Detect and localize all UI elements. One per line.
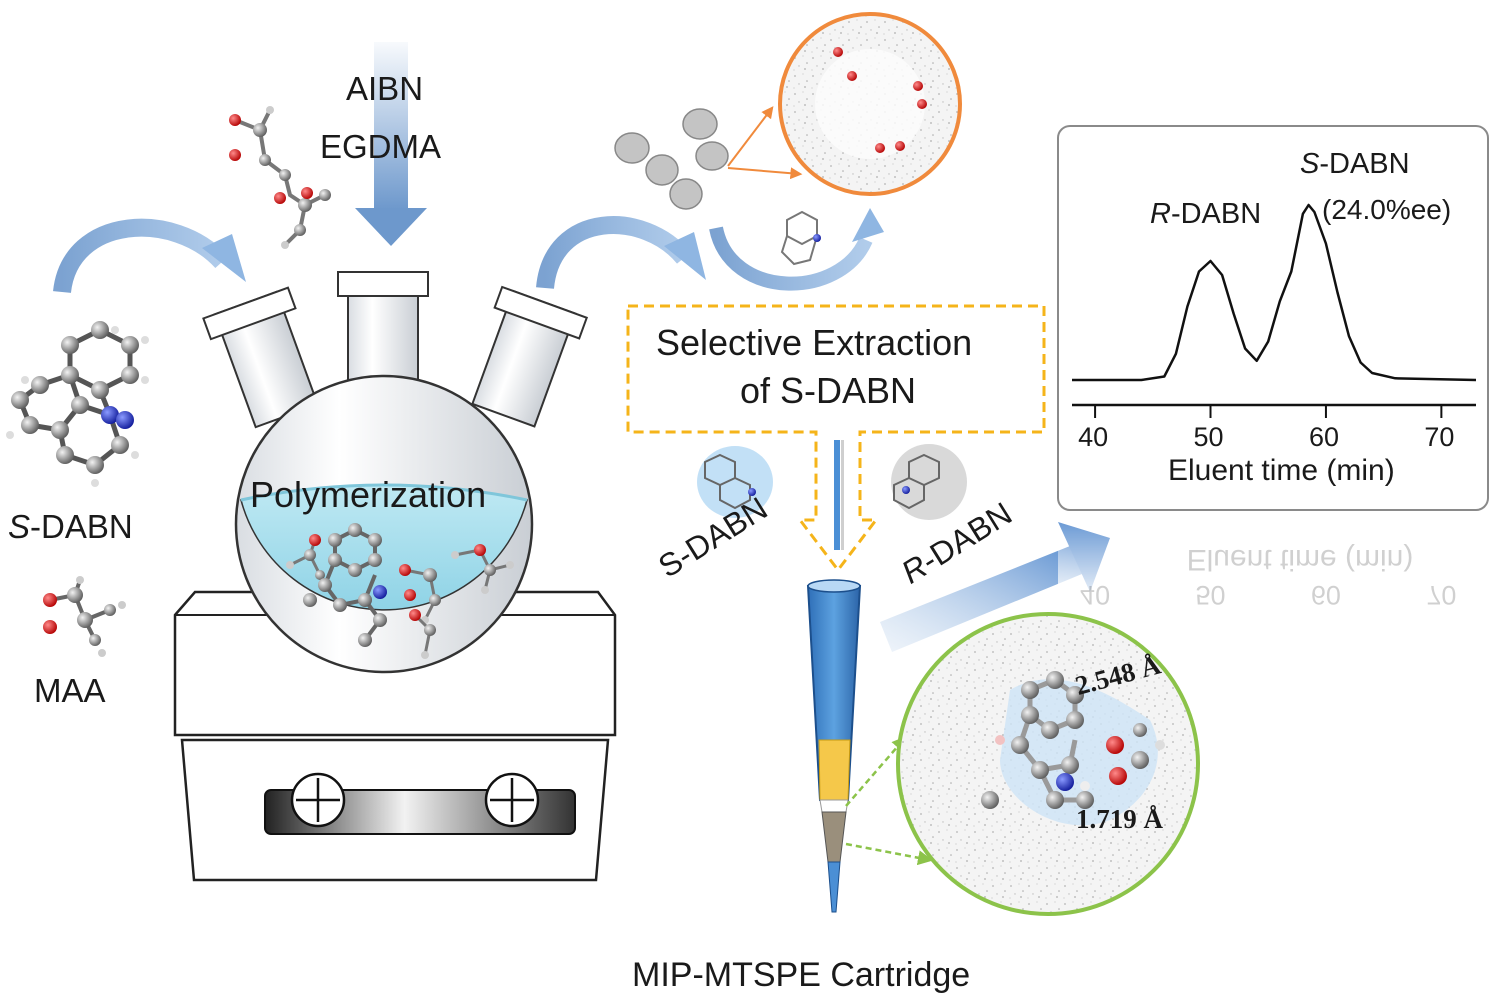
mtspe-cartridge xyxy=(806,579,862,913)
chromatogram-panel xyxy=(1057,125,1489,511)
x-axis-title: Eluent time (min) xyxy=(1168,454,1395,487)
maa-molecule xyxy=(43,576,126,657)
flow-line-grey xyxy=(841,440,844,550)
x-tick-label: 70 xyxy=(1424,422,1455,452)
chromatogram-plot xyxy=(1072,203,1477,382)
reagent-addition-arrow xyxy=(355,42,427,246)
template-prefix: S xyxy=(8,508,31,545)
peak-r-name: -DABN xyxy=(1170,198,1262,230)
chromatogram-trace xyxy=(1072,203,1477,382)
dial-right-icon xyxy=(484,772,540,828)
template-to-flask-arrow xyxy=(53,218,229,294)
cavity-zoom-circle xyxy=(778,12,962,196)
flask-complex-molecules xyxy=(286,523,514,659)
peak-s-ee: (24.0%ee) xyxy=(1322,194,1452,225)
peak-s-name: -DABN xyxy=(1319,148,1410,180)
x-tick-label-reflection: 60 xyxy=(1311,580,1341,610)
x-tick-label: 60 xyxy=(1308,422,1339,452)
x-axis-ticks xyxy=(1094,405,1443,418)
x-tick-label-reflection: 50 xyxy=(1195,580,1225,610)
dial-left-icon xyxy=(290,772,346,828)
template-removal-arrowhead xyxy=(852,208,884,242)
extraction-line-1: Selective Extraction xyxy=(656,322,973,363)
flask-to-particles-arrow xyxy=(536,216,691,290)
binding-site-zoom-circle xyxy=(896,612,1200,916)
flow-line xyxy=(834,440,840,550)
s-dabn-adsorbed-molecule xyxy=(697,446,773,518)
zoom-arrow-upper xyxy=(845,735,907,807)
template-name: -DABN xyxy=(30,508,133,545)
peak-label-r: R-DABN xyxy=(1150,198,1261,231)
x-tick-label-reflection: 40 xyxy=(1080,580,1110,610)
r-dabn-molecule xyxy=(891,444,967,520)
template-removal-arrow xyxy=(709,226,873,291)
flask-to-particles-arrowhead xyxy=(664,232,706,280)
zoom-line-bottom xyxy=(727,167,803,180)
peak-r-prefix: R xyxy=(1150,198,1171,230)
peak-s-prefix: S xyxy=(1300,148,1320,180)
cartridge-label: MIP-MTSPE Cartridge xyxy=(632,956,971,994)
template-to-flask-arrowhead xyxy=(202,234,246,282)
x-tick-label: 50 xyxy=(1193,422,1224,452)
zoom-arrow-lower xyxy=(845,842,933,866)
extraction-line-2: of S-DABN xyxy=(740,370,917,411)
monomer-label: MAA xyxy=(34,672,106,709)
crosslinker-label: EGDMA xyxy=(320,128,442,165)
selective-extraction-box xyxy=(626,304,1046,573)
x-tick-label: 40 xyxy=(1078,422,1109,452)
peak-label-s: S-DABN xyxy=(1300,148,1410,181)
polymer-particles xyxy=(614,108,729,210)
reflection-labels: 40 50 60 70 Eluent time (min) xyxy=(1080,543,1456,610)
x-tick-label-reflection: 70 xyxy=(1426,580,1456,610)
flask-label: Polymerization xyxy=(250,474,487,515)
distance-lower: 1.719 Å xyxy=(1076,804,1163,834)
template-label: S-DABN xyxy=(8,508,133,546)
s-dabn-molecule xyxy=(6,321,149,487)
zoom-line-top xyxy=(727,106,774,167)
x-axis-title-reflection: Eluent time (min) xyxy=(1187,543,1414,576)
panel-reflection xyxy=(1058,512,1488,608)
initiator-label: AIBN xyxy=(346,70,424,107)
template-leaving-molecule xyxy=(780,210,821,266)
egdma-molecule xyxy=(229,106,331,249)
